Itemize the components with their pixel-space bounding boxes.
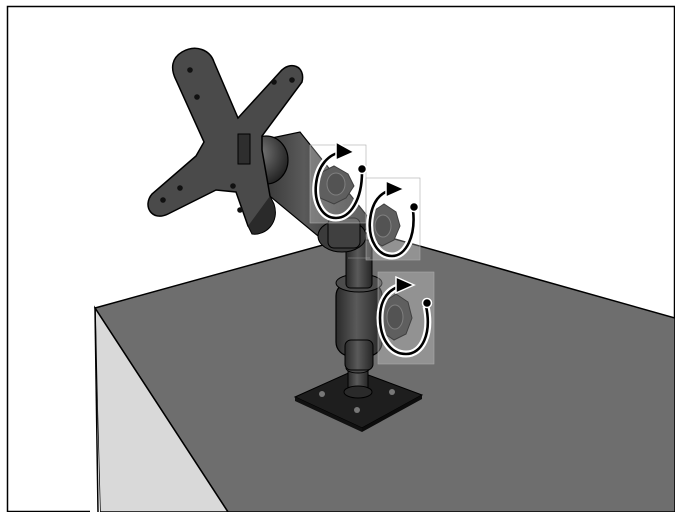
hole-icon <box>230 183 236 189</box>
hole-icon <box>289 77 295 83</box>
hole-icon <box>177 185 183 191</box>
rotate-arrow-icon <box>310 142 367 223</box>
rotate-arrow-icon <box>366 178 420 260</box>
hole-icon <box>187 67 193 73</box>
hole-icon <box>194 94 200 100</box>
screw-icon <box>389 389 395 395</box>
hole-icon <box>160 197 166 203</box>
rotate-arrow-icon <box>378 272 434 364</box>
hole-icon <box>237 207 243 213</box>
hole-icon <box>271 79 277 85</box>
screw-icon <box>319 391 325 397</box>
screw-icon <box>354 407 360 413</box>
